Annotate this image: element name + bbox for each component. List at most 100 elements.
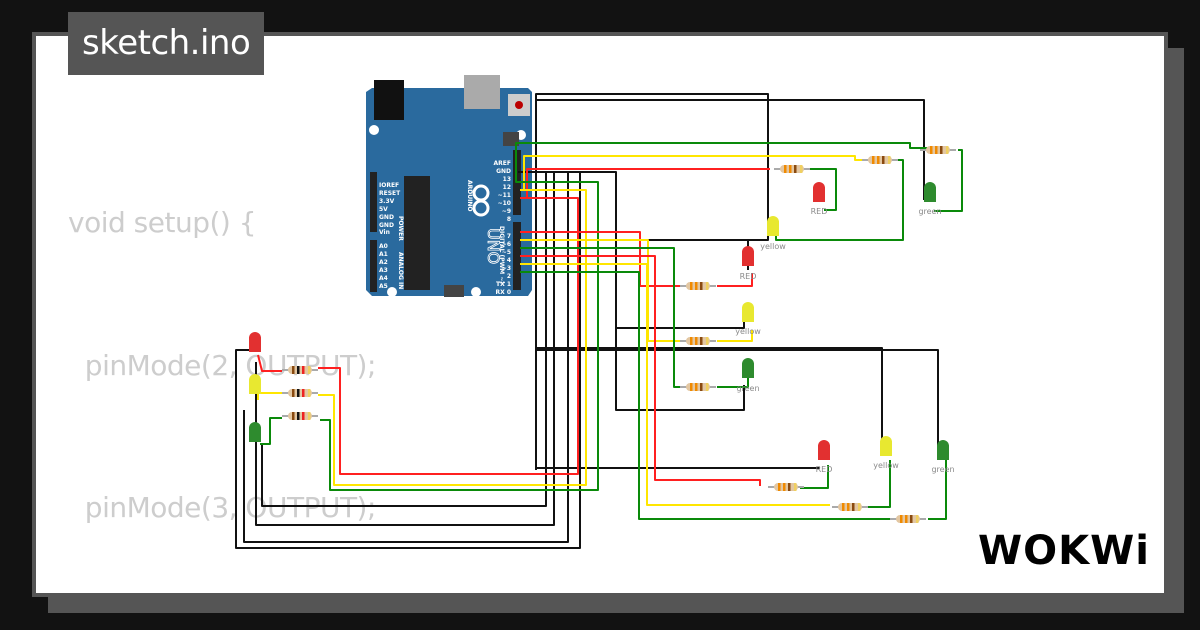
led-green[interactable] — [249, 422, 261, 442]
board-model: UNO — [484, 228, 503, 264]
power-pin-labels: IOREF RESET 3.3V 5V GND GND Vin — [379, 182, 401, 236]
wire-pin13b[interactable] — [320, 181, 599, 491]
svg-text:GND: GND — [496, 168, 511, 175]
resistor[interactable] — [861, 155, 899, 165]
resistor[interactable] — [679, 281, 717, 291]
code-preview: void setup() { pinMode(2, OUTPUT); pinMo… — [68, 104, 377, 593]
resistor[interactable] — [281, 411, 319, 421]
wire-gnd[interactable] — [535, 172, 939, 455]
resistor[interactable] — [281, 388, 319, 398]
wire-gnd[interactable] — [235, 172, 581, 549]
wire-pin4[interactable] — [520, 255, 761, 486]
wire-gnd[interactable] — [616, 320, 745, 329]
arduino-uno-board[interactable]: IOREF RESET 3.3V 5V GND GND Vin A0 A1 A2… — [366, 75, 532, 297]
wire-gnd[interactable] — [243, 172, 569, 543]
led-label: RED — [816, 465, 833, 474]
wire-pin3[interactable] — [520, 263, 830, 506]
digital-pin-labels: AREF GND 13 12 ~11 ~10 ~9 8 7 ~6 ~5 4 ~3… — [494, 160, 511, 296]
wire-gnd[interactable] — [520, 171, 745, 411]
wire-gnd[interactable] — [536, 347, 883, 455]
led-label: RED — [740, 272, 757, 281]
led-yellow[interactable] — [742, 302, 754, 322]
svg-text:~3: ~3 — [502, 265, 511, 272]
svg-text:~6: ~6 — [502, 241, 511, 248]
atmega-chip — [404, 176, 430, 290]
board-brand: ARDUINO — [466, 180, 473, 211]
svg-text:7: 7 — [507, 233, 511, 240]
svg-text:GND: GND — [379, 222, 394, 229]
svg-text:A1: A1 — [379, 251, 388, 258]
power-jack — [374, 80, 404, 120]
resistor[interactable] — [767, 482, 805, 492]
wire-gnd[interactable] — [518, 93, 769, 241]
led-label: yellow — [873, 461, 899, 470]
led-yellow[interactable] — [249, 374, 261, 394]
wire-gnd[interactable] — [536, 99, 925, 200]
svg-text:A4: A4 — [379, 275, 388, 282]
led-red[interactable] — [818, 440, 830, 460]
led-label: yellow — [760, 242, 786, 251]
led-green[interactable] — [937, 440, 949, 460]
svg-text:Vin: Vin — [379, 229, 390, 236]
led-red[interactable] — [813, 182, 825, 202]
analog-label: ANALOG IN — [397, 252, 404, 289]
wokwi-logo: WOKWi — [978, 528, 1150, 574]
svg-text:IOREF: IOREF — [379, 182, 399, 189]
resistor[interactable] — [773, 164, 811, 174]
led-yellow[interactable] — [767, 216, 779, 236]
wire-pin2[interactable] — [520, 271, 892, 520]
wire-gnd[interactable] — [261, 172, 547, 507]
analog-pin-labels: A0 A1 A2 A3 A4 A5 — [379, 243, 388, 290]
svg-text:3.3V: 3.3V — [379, 198, 395, 205]
code-line: pinMode(3, OUTPUT); — [68, 491, 377, 524]
wire-pin11b[interactable] — [318, 197, 579, 475]
wire-pin13[interactable] — [515, 142, 928, 183]
wire-pin12b[interactable] — [318, 189, 587, 486]
file-tab: sketch.ino — [68, 12, 265, 75]
svg-text:~9: ~9 — [502, 208, 511, 215]
svg-text:~11: ~11 — [498, 192, 511, 199]
digital-label: DIGITAL (PWM ~) — [498, 226, 505, 284]
led-green[interactable] — [924, 182, 936, 202]
resistor[interactable] — [831, 502, 869, 512]
svg-text:TX 1: TX 1 — [496, 281, 511, 288]
svg-text:5V: 5V — [379, 206, 388, 213]
wire-pin5[interactable] — [520, 247, 680, 388]
led-yellow[interactable] — [880, 436, 892, 456]
leds: RED green yellow RED yellow green RED ye… — [249, 182, 955, 474]
led-label: RED — [811, 207, 828, 216]
resistor[interactable] — [679, 336, 717, 346]
svg-text:A2: A2 — [379, 259, 388, 266]
resistor[interactable] — [889, 514, 927, 524]
led-green[interactable] — [742, 358, 754, 378]
resistor[interactable] — [281, 365, 319, 375]
led-label: yellow — [735, 327, 761, 336]
svg-text:4: 4 — [507, 257, 511, 264]
svg-text:~10: ~10 — [498, 200, 511, 207]
led-red[interactable] — [249, 332, 261, 352]
svg-text:RX 0: RX 0 — [495, 289, 511, 296]
wire-pin7[interactable] — [520, 231, 680, 287]
wire-pin11[interactable] — [520, 168, 770, 199]
svg-text:~5: ~5 — [502, 249, 511, 256]
wires — [235, 93, 963, 549]
preview-panel: void setup() { pinMode(2, OUTPUT); pinMo… — [32, 32, 1168, 597]
svg-text:2: 2 — [507, 273, 511, 280]
usb-port — [464, 75, 500, 109]
svg-text:8: 8 — [507, 216, 511, 223]
power-label: POWER — [397, 216, 404, 241]
code-line: pinMode(2, OUTPUT); — [68, 348, 377, 382]
svg-text:GND: GND — [379, 214, 394, 221]
arduino-logo-icon — [472, 184, 490, 217]
resistor[interactable] — [679, 382, 717, 392]
wire-gnd[interactable] — [255, 172, 555, 526]
svg-text:RESET: RESET — [379, 190, 401, 197]
svg-text:12: 12 — [503, 184, 511, 191]
svg-text:AREF: AREF — [494, 160, 511, 167]
svg-text:A3: A3 — [379, 267, 388, 274]
led-red[interactable] — [742, 246, 754, 266]
svg-text:A0: A0 — [379, 243, 388, 250]
svg-text:A5: A5 — [379, 283, 388, 290]
led-label: green — [918, 207, 941, 216]
